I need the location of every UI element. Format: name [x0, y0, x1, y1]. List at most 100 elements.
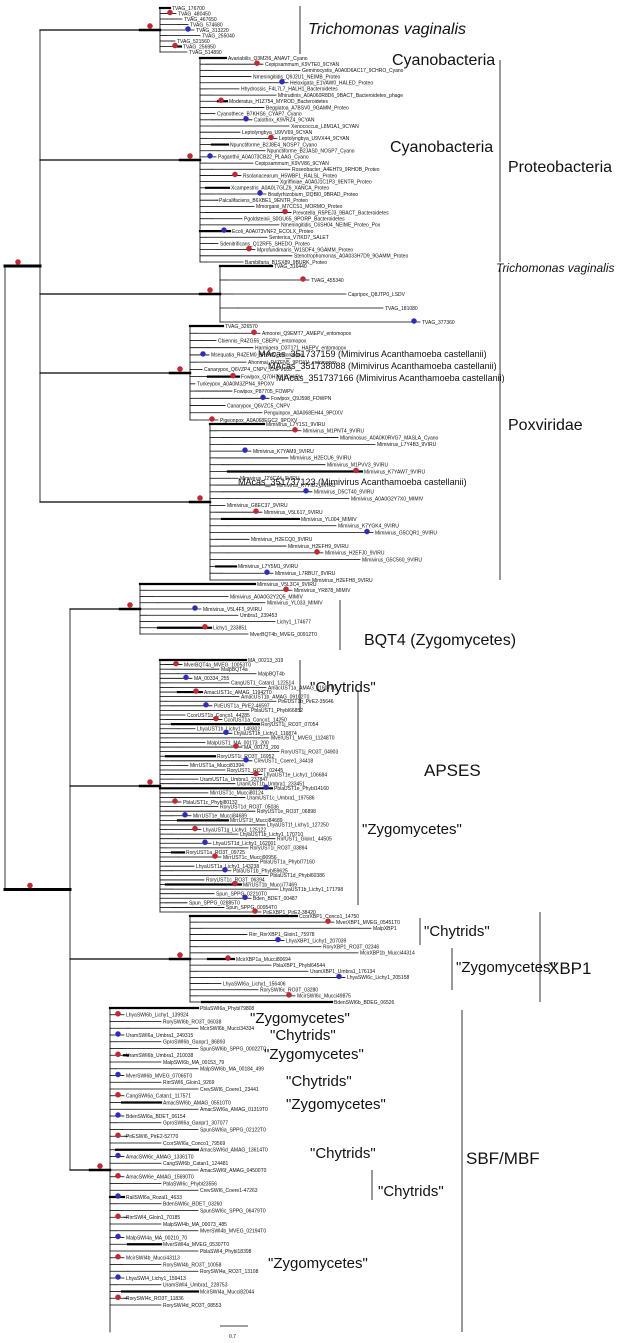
support-dot [251, 329, 257, 335]
support-dot [353, 467, 359, 474]
clade-label-mimi-4: MAcas_351737123 (Mimivirus Acanthamoeba … [238, 477, 467, 487]
support-dot [197, 495, 203, 501]
leaf-label: PblaUST1e_Phybl14160 [274, 786, 329, 792]
leaf-label: AmacSWI6c_AMAG_13361T0 [126, 1154, 194, 1160]
leaf-label: Mimivirus_M1PVV3_9VIRU [327, 462, 389, 468]
leaf-label: UramSWI6a_Umbra1_249315 [126, 1033, 193, 1039]
leaf-label: Mimivirus_H2ECQ0_9VIRU [251, 537, 313, 543]
support-dot [115, 1051, 121, 1058]
leaf-label: LhyaUST1b_Lichy1_170710 [240, 832, 303, 838]
clade-label-chytrids-3: "Chytrids" [270, 1027, 336, 1044]
leaf-label: Mimivirus_L7Y4B3_9VIRU [377, 442, 437, 448]
support-dot [115, 1213, 121, 1220]
leaf-label: Mimivirus_K7YAW7_9VIRU [364, 469, 426, 475]
leaf-label: CangUST1_Catan1_122514 [231, 681, 294, 687]
leaf-label: Turkeypox_A0A0M3ZPN4_9POXV [197, 382, 275, 388]
leaf-label: MA_00173_200 [244, 745, 280, 751]
leaf-label: Roseobacter_A4EHT9_9RHOB_Proteo [292, 167, 380, 173]
leaf-label: LhyaSWI6c_Lichy1_205158 [347, 975, 409, 981]
leaf-label: Mimivirus_L7RBU7_9VIRU [275, 571, 336, 577]
leaf-label: Mlaminosus_A0A0K0RVG7_MASLA_Cyano [340, 435, 439, 441]
clade-label-mimi-3: MAcas_351737166 (Mimivirus Acanthamoeba … [276, 373, 505, 383]
leaf-label: MalpXBP1 [373, 926, 397, 932]
support-dot [115, 1071, 121, 1078]
support-dot [223, 729, 229, 736]
leaf-label: Cepipsammum_K9VTE0_9CYAN [265, 62, 339, 68]
leaf-label: CcorXBP1_Conco1_14750 [299, 914, 359, 920]
leaf-label: Spun_SPPG_02210T0 [216, 891, 267, 897]
support-dot [192, 825, 198, 832]
leaf-label: LhyaUST1d_Lichy1_162001 [213, 841, 276, 847]
clade-label-zygo-6: "Zygomycetes" [268, 1255, 368, 1272]
clade-label-poxviridae: Poxviridae [508, 417, 583, 434]
leaf-labels: TVAG_176700TVAG_480450TVAG_467650TVAG_57… [126, 6, 455, 1309]
leaf-label: RoryXBP1_RO3T_02346 [323, 945, 379, 951]
support-dot [115, 1031, 121, 1037]
leaf-label: PblaSWI6a_Phybl79808 [200, 1006, 254, 1012]
leaf-label: MirrUST1c_Mucci90956 [223, 855, 277, 861]
leaf-label: SpunSWI6c_SPPG_06479T0 [200, 1208, 266, 1214]
leaf-label: RorySWI6b_RO3T_06038 [163, 1019, 222, 1025]
leaf-label: LhyaUST1f_Lichy1_127250 [267, 823, 329, 829]
leaf-label: Ecoli_A0A073VNF2_ECOLX_Proteo [232, 229, 314, 235]
leaf-label: Xenococcus_L8M1A1_9CYAN [291, 124, 359, 130]
leaf-label: TVAG_480450 [178, 11, 211, 17]
leaf-label: Nmeningitidis_Q9J2U1_NEIMB_Proteo [253, 74, 340, 80]
support-dot [147, 23, 153, 29]
leaf-label: RorySWI4a_RO3T_13108 [200, 1269, 259, 1275]
support-dot [242, 894, 248, 901]
support-dot [221, 227, 227, 233]
leaf-label: PblaUST1b_Phybl59625 [233, 869, 288, 875]
support-dot [225, 955, 231, 961]
leaf-label: Leptolyngbya_U9VV69_9CYAN [242, 130, 313, 136]
leaf-label: BdenSWI6a_BDET_06154 [126, 1114, 186, 1120]
leaf-label: Paganthii_A0A073CB22_PLAAG_Cyano [218, 155, 309, 161]
leaf-label: Mimivirus_YL004_MIMIV [301, 517, 357, 523]
support-dot [187, 153, 193, 159]
leaf-label: Avariabilis_Q3M2I6_ANAVT_Cyano [228, 56, 308, 62]
leaf-label: Penguinpox_A0A068EH44_9POXV [264, 411, 344, 417]
leaf-label: TVAG_181080 [385, 306, 418, 312]
support-dot [264, 569, 270, 575]
clade-label-zygo-2: "Zygomycetes" [456, 959, 556, 976]
clade-label-zygo-5: "Zygomycetes" [286, 1096, 386, 1113]
leaf-label: TVAG_255040 [202, 33, 235, 39]
support-dot [325, 918, 331, 924]
support-dot [192, 605, 198, 611]
clade-label-mimi-2: MAcas_351738088 (Mimivirus Acanthamoeba … [268, 361, 497, 371]
leaf-label: MalpSWI4a_MA_00210_70 [126, 1235, 187, 1241]
leaf-label: MA_00334_255 [194, 676, 230, 682]
leaf-label: RorySWI6c_RO3T_03280 [260, 988, 318, 994]
support-dot [185, 26, 191, 32]
leaf-label: UramSWI4_Umbra1_228753 [163, 1283, 228, 1289]
leaf-label: Msequatia_R4ZEM0_9POXV_entomopox [211, 353, 304, 359]
support-dot [263, 784, 269, 791]
leaf-label: TVAG_313220 [196, 28, 229, 34]
support-dot [252, 908, 258, 914]
leaf-label: Mimivirus_J2YCZ4_9VIRU [240, 476, 300, 482]
leaf-label: AmacSWI6d_AMAG_13614T0 [200, 1148, 268, 1154]
leaf-label: MalpSWI6b_MA_00153_79 [163, 1060, 224, 1066]
leaf-label: MA_00213_319 [248, 658, 284, 664]
support-dot [115, 1254, 121, 1260]
support-dot [115, 1274, 121, 1280]
support-dot [167, 9, 173, 16]
support-dot [115, 1193, 121, 1199]
leaf-label: PirEUST1a_PirE2-46597 [214, 704, 270, 710]
leaf-label: PblaUST1_Phybl66852 [251, 708, 303, 714]
leaf-label: Mimivirus_A0A0G2Y2Q5_MIMIV [230, 594, 303, 600]
leaf-label: Bradyrhizobium_I2QBI0_9BRAD_Proteo [268, 192, 358, 198]
support-dot [253, 508, 259, 514]
leaf-label: GproSWI6b_Ganpr1_86893 [163, 1040, 225, 1046]
leaf-label: LhyaUST1g_Lichy1_125122 [203, 827, 266, 833]
leaf-label: Cepipsammum_K9VV86_9CYAN [255, 161, 329, 167]
leaf-label: MalpBQT4b [258, 672, 285, 678]
leaf-label: TVAG_521560 [177, 39, 210, 45]
support-dot [172, 798, 178, 804]
leaf-label: TVAG_455340 [311, 278, 344, 284]
leaf-label: TVAG_316440 [274, 264, 307, 270]
leaf-label: Senterica_V7IKD7_SALET [269, 235, 329, 241]
leaf-label: Mimivirus_G5C560_9VIRU [362, 557, 422, 563]
clade-label-apses: APSES [424, 761, 481, 780]
